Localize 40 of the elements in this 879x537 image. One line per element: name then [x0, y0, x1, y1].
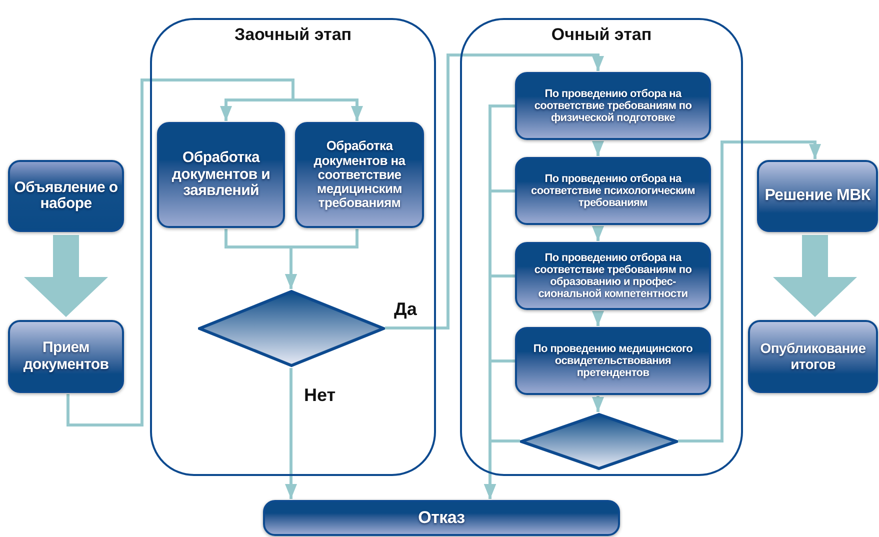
process-box: [515, 157, 711, 225]
panel-title: Очный этап: [550, 24, 653, 46]
box-text: По проведению медицинского освидетельствования претендентов: [532, 342, 694, 380]
process-box: [157, 122, 285, 228]
process-box: [515, 327, 711, 395]
box-text: Обработка документов на соответствие медицинским требованиям: [312, 139, 406, 211]
block-arrow: [773, 235, 857, 317]
edge-label: Нет: [302, 386, 338, 404]
process-box: [515, 242, 711, 310]
connector-arrow: [592, 141, 604, 156]
connector-arrow: [285, 368, 297, 499]
box-text: Отказ: [418, 508, 465, 528]
box-text: Объявление о наборе: [14, 180, 118, 212]
block-arrow: [24, 235, 108, 317]
connector-arrow: [66, 78, 363, 426]
process-box: [8, 160, 124, 232]
process-box: [748, 320, 878, 393]
box-text: Опубликование итогов: [759, 341, 867, 372]
connector-arrow: [592, 311, 604, 326]
box-text: Прием документов: [22, 340, 110, 373]
connector-arrow: [592, 396, 604, 412]
stage-panel: [460, 18, 743, 476]
box-text: По проведению отбора на соответствие требованиям по физической подготовке: [533, 88, 693, 124]
edge-label: Да: [392, 300, 419, 318]
box-text: По проведению отбора на соответствие психологическим требованиям: [530, 172, 696, 210]
connector-arrow: [678, 140, 821, 442]
box-text: Решение МВК: [764, 187, 870, 205]
process-box: [295, 122, 424, 228]
process-box: [515, 72, 711, 140]
process-box: [263, 500, 620, 536]
process-box: [757, 160, 878, 232]
process-box: [8, 320, 124, 393]
connector-arrow: [285, 229, 358, 289]
connector-arrow: [385, 54, 604, 330]
connector-arrow: [484, 440, 520, 499]
box-text: Обработка документов и заявлений: [170, 150, 272, 200]
box-text: По проведению отбора на соответствие требованиям по образованию и профес-сиональной компетентности: [533, 252, 693, 300]
panel-title: Заочный этап: [233, 24, 353, 46]
connector-arrow: [592, 226, 604, 241]
stage-panel: [150, 18, 436, 476]
